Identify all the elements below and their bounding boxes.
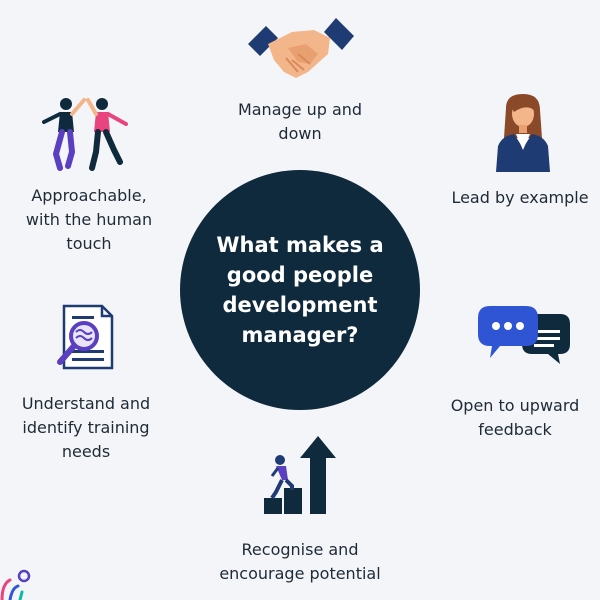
center-title: What makes a good people development man…	[216, 233, 384, 347]
item-label-manage: Manage up and down	[237, 100, 363, 143]
item-label-lead: Lead by example	[451, 188, 589, 207]
item-label-feedback: Open to upward feedback	[450, 396, 580, 439]
chat-bubbles-icon	[478, 304, 570, 366]
brand-logo-icon	[0, 564, 40, 600]
handshake-icon	[248, 14, 354, 86]
item-label-training: Understand and identify training needs	[21, 394, 151, 461]
document-magnifier-icon	[50, 304, 120, 370]
high-five-people-icon	[38, 92, 134, 172]
item-label-potential: Recognise and encourage potential	[219, 540, 381, 583]
businesswoman-icon	[492, 92, 554, 172]
stairs-growth-icon	[264, 436, 338, 516]
center-circle: What makes a good people development man…	[180, 170, 420, 410]
item-label-approachable: Approachable, with the human touch	[25, 186, 153, 253]
